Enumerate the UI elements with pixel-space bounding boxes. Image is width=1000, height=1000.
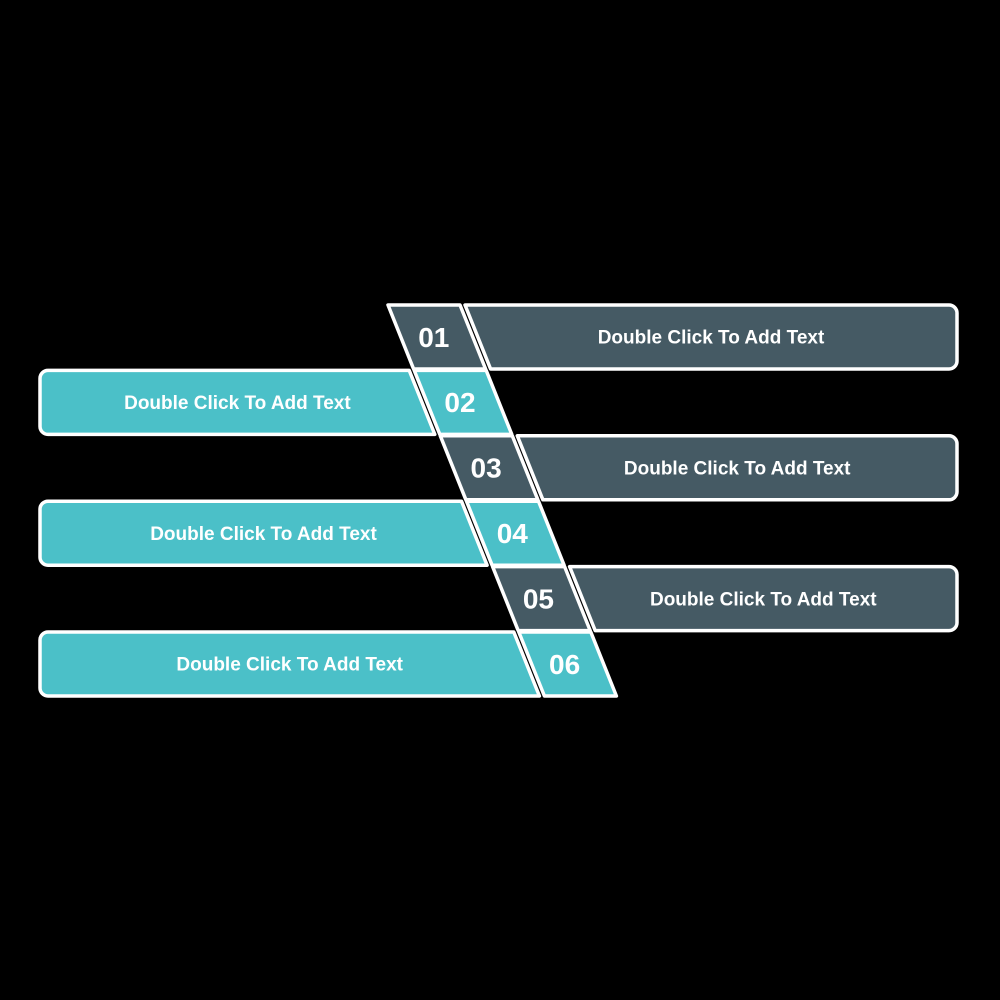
step-number-cell-06[interactable]	[517, 630, 619, 698]
step-label-text-02[interactable]: Double Click To Add Text	[124, 393, 351, 414]
step-label-text-03[interactable]: Double Click To Add Text	[624, 458, 851, 479]
step-label-text-04[interactable]: Double Click To Add Text	[150, 524, 377, 545]
step-text-bar-04[interactable]	[38, 499, 489, 567]
step-number-text-01[interactable]: 01	[418, 322, 449, 353]
step-text-bar-06[interactable]	[38, 630, 542, 698]
step-number-text-04[interactable]: 04	[497, 518, 529, 549]
step-text-bar-02[interactable]	[38, 368, 437, 437]
step-text-bar-03[interactable]	[515, 434, 959, 502]
step-label-text-06[interactable]: Double Click To Add Text	[176, 655, 403, 676]
step-label-text-05[interactable]: Double Click To Add Text	[650, 589, 877, 610]
step-row-02: 02 Double Click To Add Text	[38, 368, 514, 437]
step-number-text-06[interactable]: 06	[549, 649, 580, 680]
step-text-bar-05[interactable]	[567, 564, 959, 633]
step-row-04: 04 Double Click To Add Text	[38, 499, 566, 567]
step-number-text-02[interactable]: 02	[444, 387, 475, 418]
step-row-06: 06 Double Click To Add Text	[38, 630, 619, 698]
step-number-text-05[interactable]: 05	[523, 583, 554, 614]
step-label-text-01[interactable]: Double Click To Add Text	[598, 328, 825, 349]
step-row-03: 03 Double Click To Add Text	[438, 434, 959, 502]
step-number-text-03[interactable]: 03	[471, 453, 502, 484]
step-row-05: 05 Double Click To Add Text	[490, 564, 959, 633]
step-text-bar-01[interactable]	[463, 303, 959, 371]
step-row-01: 01 Double Click To Add Text	[386, 303, 959, 371]
